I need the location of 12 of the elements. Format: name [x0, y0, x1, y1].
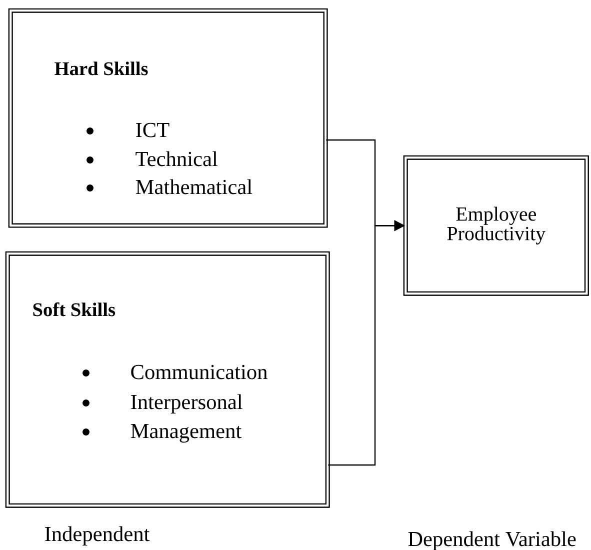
bullet-item: Interpersonal [82, 394, 242, 414]
box-heading: Hard Skills [54, 62, 148, 76]
bullet-item: ICT [86, 122, 170, 138]
bullet-item: Management [82, 424, 242, 443]
bullet-item: Mathematical [86, 179, 252, 194]
bullet-item: Technical [86, 151, 218, 166]
bullet-item: Communication [82, 364, 268, 380]
axis-caption: Independent [45, 526, 150, 546]
skill-box [8, 8, 328, 228]
skill-box [5, 251, 330, 508]
target-box: Employee Productivity [403, 155, 589, 296]
box-heading: Soft Skills [33, 302, 116, 316]
